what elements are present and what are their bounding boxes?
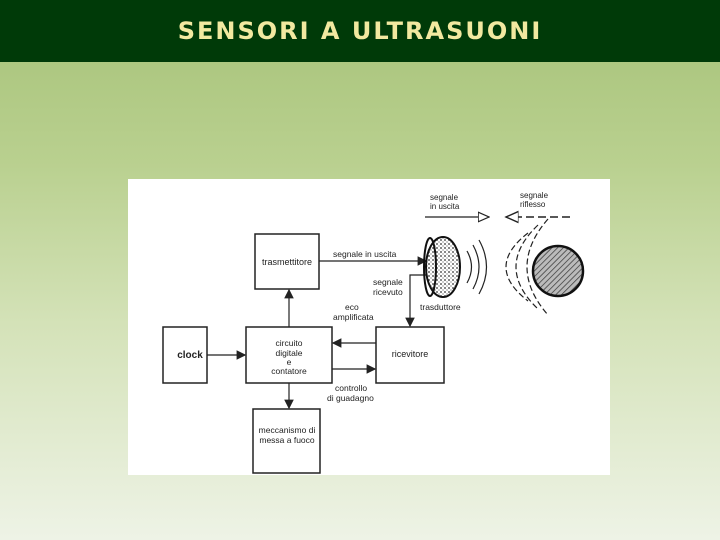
wave-emitted-3 bbox=[478, 239, 488, 295]
transducer-disc bbox=[425, 236, 461, 298]
label-circuito-3: e bbox=[287, 357, 292, 367]
legend-uscita-2: in uscita bbox=[430, 202, 460, 211]
wave-reflected-3 bbox=[505, 232, 529, 302]
label-controllo-1: controllo bbox=[335, 383, 367, 393]
label-clock: clock bbox=[177, 350, 203, 361]
label-eco-2: amplificata bbox=[333, 312, 374, 322]
label-segnale-ricevuto-1: segnale bbox=[373, 277, 403, 287]
label-segnale-ricevuto-2: ricevuto bbox=[373, 287, 403, 297]
label-trasmettitore: trasmettitore bbox=[262, 257, 312, 267]
wave-reflected-1 bbox=[526, 218, 549, 316]
wave-reflected-2 bbox=[515, 224, 539, 310]
label-ricevitore: ricevitore bbox=[392, 349, 429, 359]
wave-emitted-2 bbox=[472, 244, 480, 290]
line-received-signal bbox=[405, 274, 426, 328]
block-trasmettitore bbox=[254, 233, 320, 290]
label-meccanismo-1: meccanismo di bbox=[259, 425, 316, 435]
transducer-rim bbox=[423, 237, 437, 297]
label-trasduttore: trasduttore bbox=[420, 302, 461, 312]
block-ricevitore bbox=[375, 326, 445, 384]
slide-header: SENSORI A ULTRASUONI bbox=[0, 0, 720, 62]
label-meccanismo-2: messa a fuoco bbox=[259, 435, 315, 445]
label-eco-1: eco bbox=[345, 302, 359, 312]
block-clock bbox=[162, 326, 208, 384]
legend-riflesso-2: riflesso bbox=[520, 200, 546, 209]
block-meccanismo bbox=[252, 408, 321, 474]
label-circuito-4: contatore bbox=[271, 366, 307, 376]
label-circuito-2: digitale bbox=[276, 348, 303, 358]
slide-title: SENSORI A ULTRASUONI bbox=[177, 17, 543, 45]
wave-emitted-1 bbox=[466, 250, 473, 284]
diagram-panel: trasmettitore clock circuito digitale e … bbox=[128, 179, 610, 475]
target-object bbox=[531, 244, 585, 298]
label-segnale-in-uscita: segnale in uscita bbox=[333, 249, 397, 259]
legend-uscita-1: segnale bbox=[430, 193, 459, 202]
label-circuito-1: circuito bbox=[276, 338, 303, 348]
legend-riflesso-1: segnale bbox=[520, 191, 549, 200]
ultrasonic-sensor-diagram: trasmettitore clock circuito digitale e … bbox=[162, 191, 585, 474]
label-controllo-2: di guadagno bbox=[327, 393, 374, 403]
